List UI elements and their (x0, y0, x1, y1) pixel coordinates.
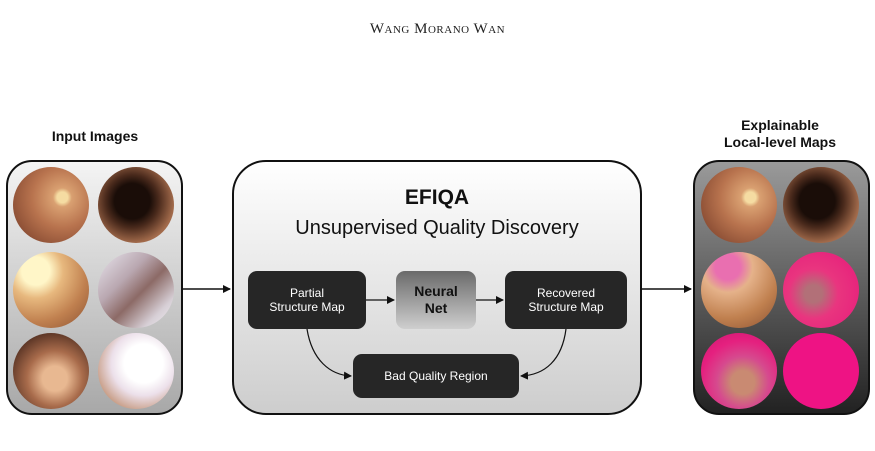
input-fundus-image-4 (98, 252, 174, 328)
input-images-title: Input Images (51, 128, 139, 144)
recovered-structure-map-line1: Recovered (536, 286, 596, 300)
output-map-image-3 (701, 252, 777, 328)
recovered-structure-map-node: Recovered Structure Map (505, 271, 627, 329)
arrow-partial-to-bad (306, 328, 352, 380)
neural-net-line2: Net (424, 300, 448, 316)
explainable-maps-title-line1: Explainable (741, 117, 819, 133)
explainable-maps-title: Explainable Local-level Maps (690, 117, 870, 151)
input-fundus-image-1 (13, 167, 89, 243)
partial-structure-map-node: Partial Structure Map (248, 271, 366, 329)
bad-quality-region-node: Bad Quality Region (353, 354, 519, 398)
output-map-image-6 (783, 333, 859, 409)
arrow-recovered-to-bad (520, 328, 567, 380)
recovered-structure-map-line2: Structure Map (528, 300, 604, 314)
input-fundus-image-6 (98, 333, 174, 409)
input-fundus-image-2 (98, 167, 174, 243)
partial-structure-map-line2: Structure Map (269, 300, 345, 314)
efiqa-title: EFIQA (404, 186, 470, 209)
paper-header-authors: Wang Morano Wan (369, 21, 506, 37)
output-map-image-1 (701, 167, 777, 243)
efiqa-subtitle: Unsupervised Quality Discovery (295, 217, 579, 239)
neural-net-line1: Neural (414, 283, 458, 299)
output-map-image-4 (783, 252, 859, 328)
partial-structure-map-line1: Partial (289, 286, 324, 300)
input-fundus-image-3 (13, 252, 89, 328)
input-fundus-image-5 (13, 333, 89, 409)
output-map-image-2 (783, 167, 859, 243)
neural-net-node: Neural Net (396, 271, 476, 329)
explainable-maps-title-line2: Local-level Maps (723, 134, 837, 150)
output-map-image-5 (701, 333, 777, 409)
